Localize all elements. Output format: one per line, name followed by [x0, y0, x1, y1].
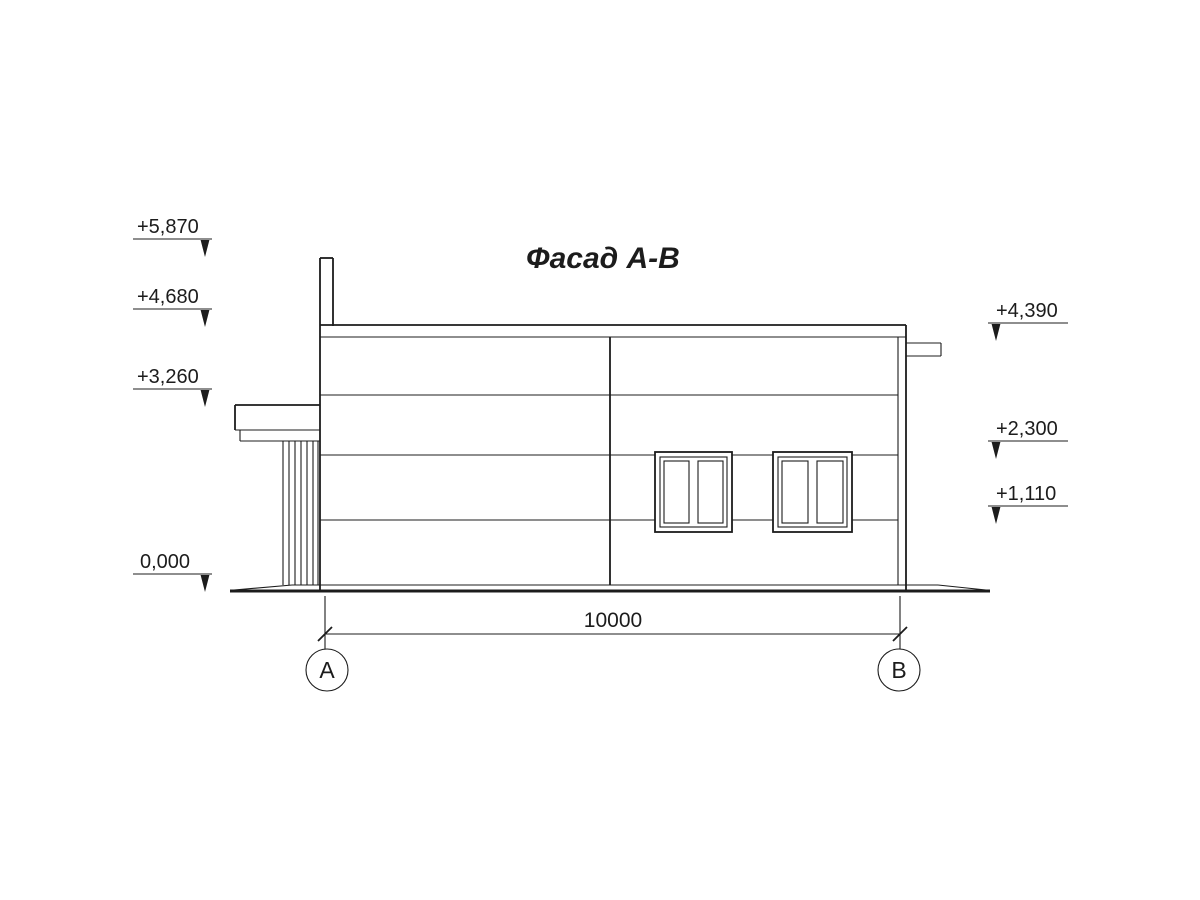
axis-marker-right: В — [877, 648, 921, 692]
elevation-marker: 0,000 — [133, 551, 212, 592]
ground-base — [230, 584, 990, 593]
axis-markers: А В — [305, 648, 921, 692]
window-outer-frame — [654, 451, 733, 533]
down-arrow-icon — [200, 310, 210, 327]
right-elevation-markers: +4,390 +2,300 +1,110 — [988, 300, 1068, 524]
elevation-label: +4,680 — [137, 286, 199, 308]
canopy-slats — [282, 441, 319, 585]
elevation-label: +1,110 — [996, 483, 1056, 505]
elevation-marker: +3,260 — [133, 366, 212, 407]
elevation-label: +4,390 — [996, 300, 1058, 322]
left-elevation-markers: +5,870 +4,680 +3,260 0,000 — [133, 216, 212, 592]
dimension: 10000 — [317, 596, 908, 649]
base-bevel-left-line — [233, 584, 293, 591]
building-facade — [230, 257, 990, 593]
window-pane — [663, 460, 690, 524]
drawing-title: Фасад А-В — [526, 242, 680, 275]
elevation-label: +5,870 — [137, 216, 199, 238]
window — [772, 451, 853, 533]
axis-circle — [877, 648, 921, 692]
base-bevel-right-line — [937, 584, 987, 591]
down-arrow-icon — [991, 324, 1001, 341]
window-inner-frame — [777, 456, 848, 528]
down-arrow-icon — [991, 507, 1001, 524]
down-arrow-icon — [200, 240, 210, 257]
axis-letter: А — [319, 657, 335, 683]
entrance-canopy — [234, 404, 320, 442]
dimension-value: 10000 — [584, 609, 642, 632]
dimension-tick-left — [317, 626, 333, 642]
elevation-marker: +4,390 — [988, 300, 1068, 341]
window-pane — [781, 460, 809, 524]
elevation-marker: +4,680 — [133, 286, 212, 327]
window-pane — [697, 460, 724, 524]
window-pane — [816, 460, 844, 524]
down-arrow-icon — [200, 575, 210, 592]
down-arrow-icon — [200, 390, 210, 407]
axis-marker-left: А — [305, 648, 349, 692]
elevation-label: +3,260 — [137, 366, 199, 388]
window-outer-frame — [772, 451, 853, 533]
elevation-marker: +2,300 — [988, 418, 1068, 459]
title-block: Фасад А-В — [526, 242, 680, 275]
right-wall — [897, 325, 907, 591]
elevation-marker: +1,110 — [988, 483, 1068, 524]
axis-letter: В — [891, 657, 906, 683]
down-arrow-icon — [991, 442, 1001, 459]
axis-circle — [305, 648, 349, 692]
parapet-upstand — [320, 257, 334, 326]
roof-fascia — [320, 324, 906, 338]
elevation-label: +2,300 — [996, 418, 1058, 440]
right-protrusion — [906, 342, 942, 357]
window-inner-frame — [659, 456, 728, 528]
dimension-tick-right — [892, 626, 908, 642]
elevation-label: 0,000 — [140, 551, 190, 573]
window — [654, 451, 733, 533]
elevation-marker: +5,870 — [133, 216, 212, 257]
